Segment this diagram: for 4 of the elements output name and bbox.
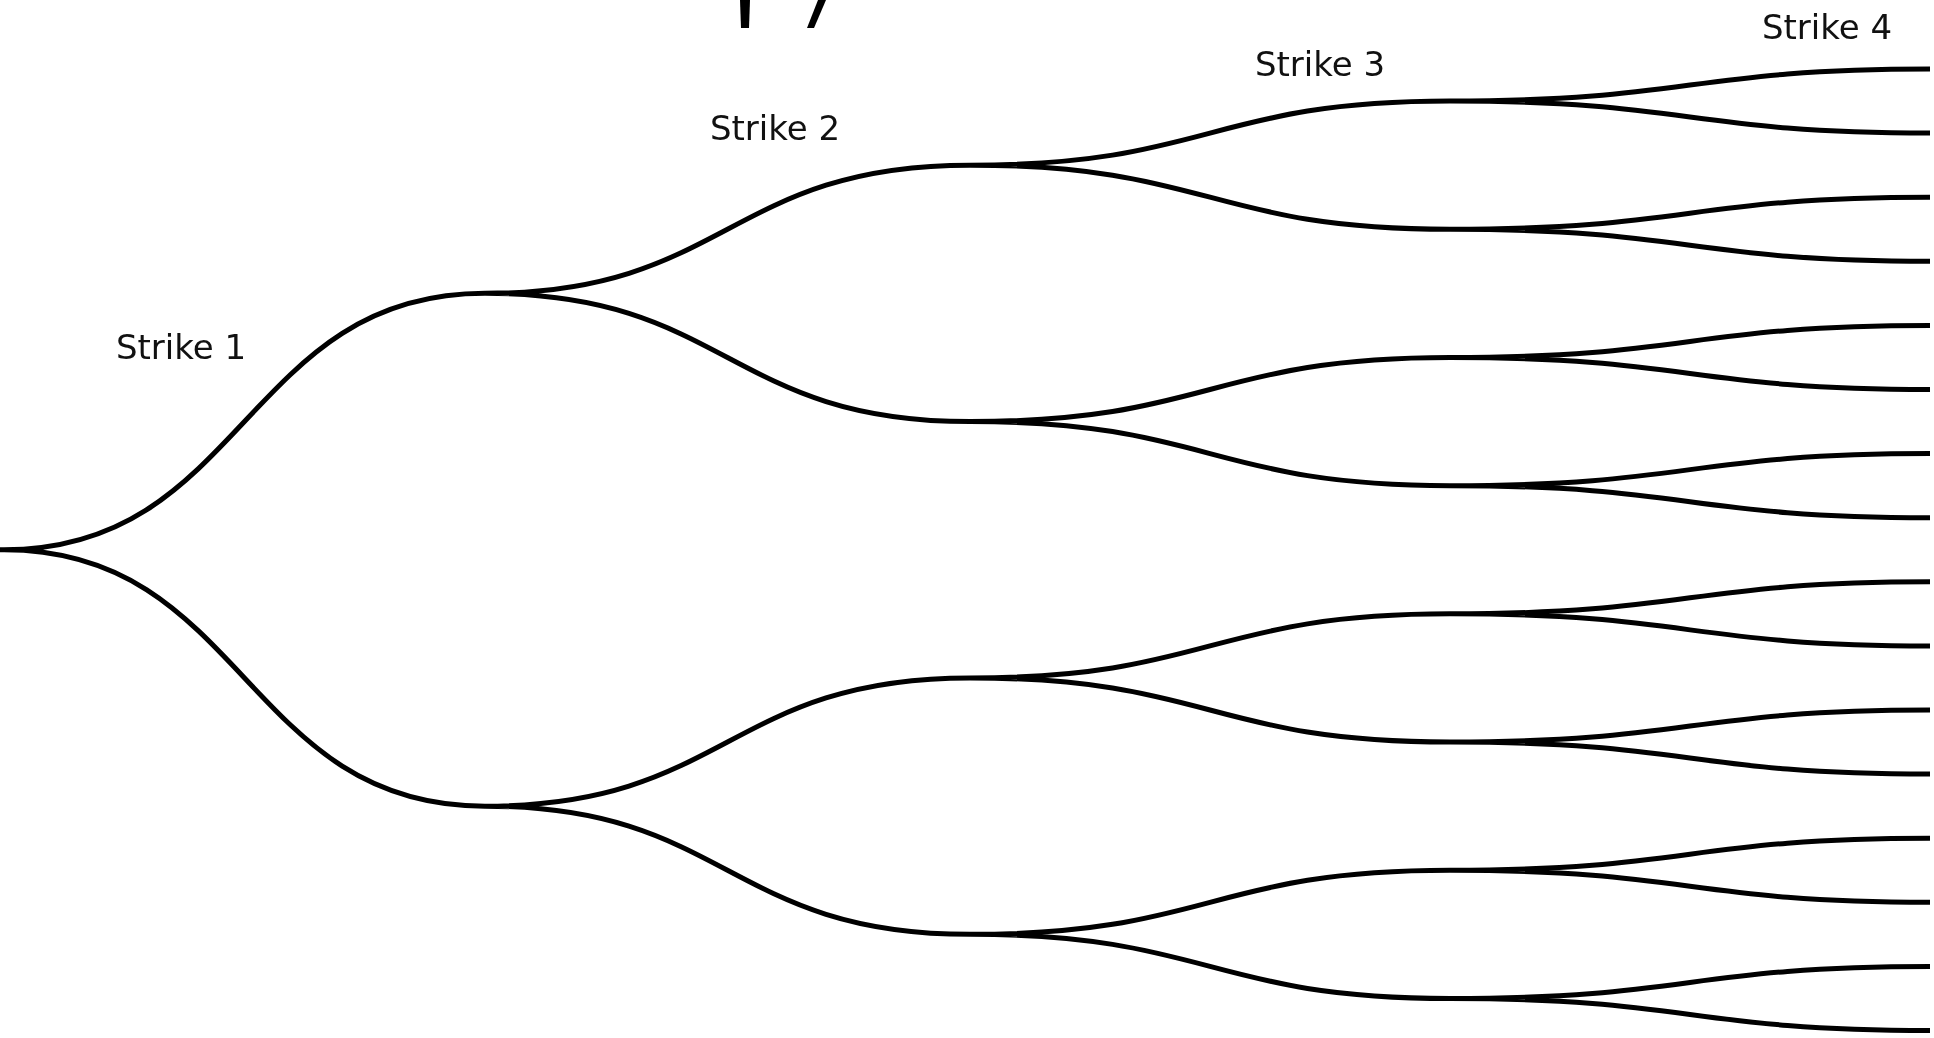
level-label: Strike 4 <box>1761 7 1893 47</box>
level-label: Strike 1 <box>115 327 247 367</box>
level-label: Strike 3 <box>1254 44 1386 84</box>
level-label: Strike 2 <box>709 108 841 148</box>
